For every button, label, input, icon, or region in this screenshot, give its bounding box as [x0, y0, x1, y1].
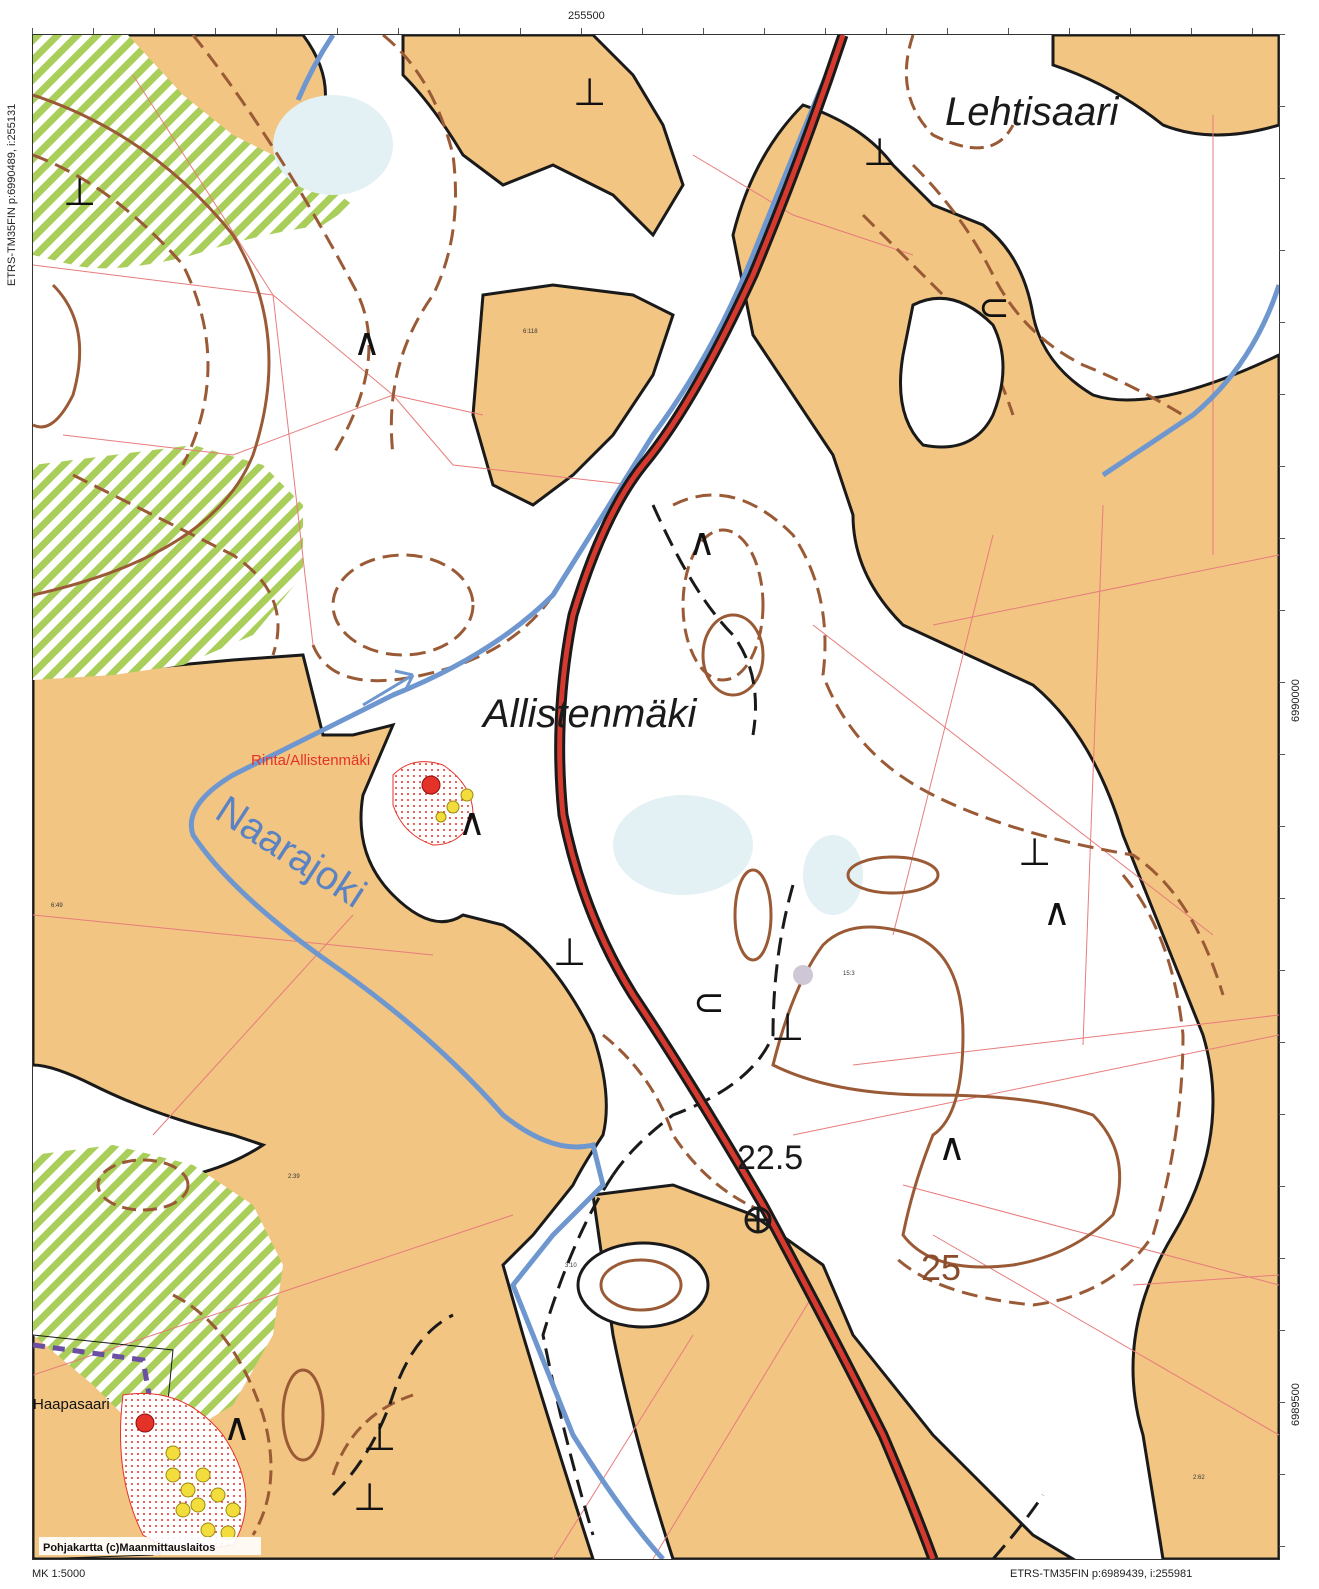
elevation-label: 22.5 [737, 1139, 803, 1177]
open-island-right [899, 296, 1005, 449]
top-tick-marks [32, 28, 1280, 34]
river-naarajoki [188, 35, 1279, 1559]
field-bottom-left [33, 1145, 283, 1435]
rock-icon: ⊥ [573, 70, 606, 114]
parcel-label: 2:62 [1193, 1475, 1205, 1481]
foot-paths [331, 504, 1045, 1559]
main-road [554, 35, 939, 1559]
boulder-icon: ∧ [223, 1405, 251, 1449]
top-coordinate-label: 255500 [568, 10, 605, 22]
left-corner-coordinate-label: ETRS-TM35FIN p:6990489, i:255131 [6, 103, 18, 286]
grey-marker [793, 965, 813, 985]
pit-icon: ⊂ [978, 285, 1010, 329]
bottom-right-coordinate-label: ETRS-TM35FIN p:6989439, i:255981 [1010, 1568, 1193, 1580]
forest-bottom-center [591, 1183, 1076, 1559]
rock-icon: ⊥ [363, 1415, 396, 1459]
rock-icon: ⊥ [1018, 830, 1051, 874]
site-haapasaari[interactable] [33, 1334, 247, 1559]
map-symbols: ⊥ ⊥ ⊥ ∧ ∧ ∧ ⊂ ⊂ ⊥ ⊥ ⊥ ∧ ∧ ∧ ⊥ ⊥ [63, 70, 1071, 1519]
map-frame[interactable]: ⊥ ⊥ ⊥ ∧ ∧ ∧ ⊂ ⊂ ⊥ ⊥ ⊥ ∧ ∧ ∧ ⊥ ⊥ 6:118 6:… [32, 34, 1280, 1560]
credit-label: Pohjakartta (c)Maanmittauslaitos [43, 1542, 215, 1554]
site-rinta-allistenmaki[interactable] [392, 761, 474, 846]
forest-center-strip [471, 283, 675, 507]
boulder-icon: ∧ [938, 1125, 966, 1169]
rock-icon: ⊥ [353, 1475, 386, 1519]
boulder-icon: ∧ [688, 520, 716, 564]
right-coordinate-label-lower: 6989500 [1290, 1383, 1302, 1426]
credit-box [39, 1537, 261, 1555]
place-label-lehtisaari: Lehtisaari [945, 90, 1120, 134]
boulder-icon: ∧ [458, 800, 486, 844]
right-tick-marks [1279, 34, 1285, 1558]
forest-right-large [731, 103, 1279, 1559]
wetland-center-right [803, 835, 863, 915]
wetland-top [273, 95, 393, 195]
open-island-bottom-inner [599, 1258, 683, 1312]
wetland-patches [273, 95, 863, 915]
field-left-middle [33, 445, 303, 680]
field-areas [33, 35, 353, 1435]
parcel-label: 6:49 [51, 903, 63, 909]
parcel-label: 15:3 [843, 971, 855, 977]
rock-icon: ⊥ [863, 130, 896, 174]
field-top-left [33, 35, 353, 269]
rock-icon: ⊥ [771, 1005, 804, 1049]
wetland-center [613, 795, 753, 895]
flow-arrow [362, 669, 415, 707]
place-label-allistenmaki: Allistenmäki [481, 692, 698, 736]
forest-top-right [1051, 35, 1279, 137]
map-canvas[interactable]: ⊥ ⊥ ⊥ ∧ ∧ ∧ ⊂ ⊂ ⊥ ⊥ ⊥ ∧ ∧ ∧ ⊥ ⊥ 6:118 6:… [33, 35, 1279, 1559]
site-label-rinta[interactable]: Rinta/Allistenmäki [251, 752, 370, 769]
boulder-icon: ∧ [353, 320, 381, 364]
contour-lines [33, 35, 1225, 1536]
contour-value-label: 25 [921, 1247, 961, 1288]
survey-point-icon [744, 1206, 772, 1234]
rock-icon: ⊥ [63, 170, 96, 214]
boulder-icon: ∧ [1043, 890, 1071, 934]
parcel-labels: 6:118 6:49 2:39 3:10 15:3 2:62 [51, 329, 1205, 1481]
open-island-bottom [576, 1241, 710, 1329]
right-coordinate-label-upper: 6990000 [1290, 679, 1302, 722]
rock-icon: ⊥ [553, 930, 586, 974]
parcel-label: 2:39 [288, 1174, 300, 1180]
forest-top-middle [401, 35, 685, 238]
parcel-label: 6:118 [523, 329, 538, 335]
pit-icon: ⊂ [693, 980, 725, 1024]
parcel-label: 3:10 [565, 1263, 577, 1269]
site-label-haapasaari[interactable]: Haapasaari [33, 1396, 110, 1413]
scale-label: MK 1:5000 [32, 1568, 86, 1580]
